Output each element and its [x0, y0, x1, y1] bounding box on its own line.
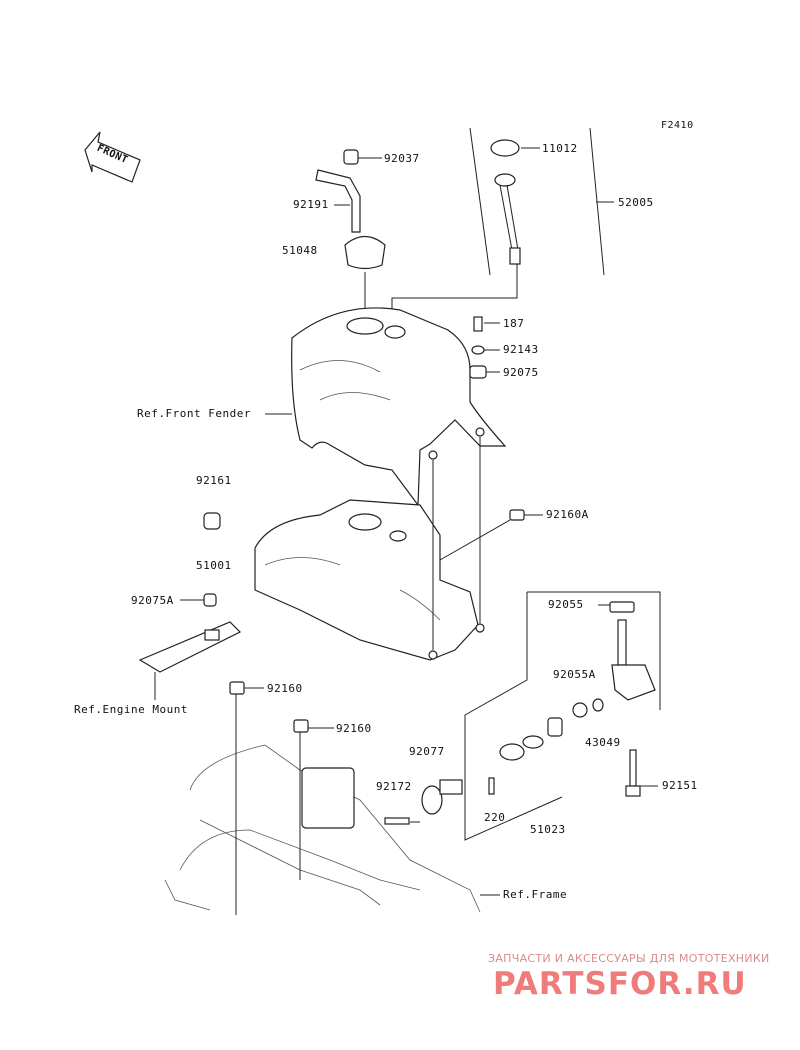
part-label-51048[interactable]: 51048: [282, 244, 318, 257]
front-arrow-icon: [84, 131, 141, 183]
engine-mount: [138, 593, 242, 700]
fuel-cock-assembly: [384, 591, 661, 841]
part-label-51023[interactable]: 51023: [530, 823, 566, 836]
part-label-92055[interactable]: 92055: [548, 598, 584, 611]
collar-92143: [471, 345, 485, 355]
fuel-gauge-assembly: [391, 127, 605, 328]
damper-92075: [469, 365, 487, 379]
part-label-52005[interactable]: 52005: [618, 196, 654, 209]
front-fender: [291, 307, 507, 507]
part-label-187[interactable]: 187: [503, 317, 525, 330]
part-label-92075[interactable]: 92075: [503, 366, 539, 379]
part-label-92191[interactable]: 92191: [293, 198, 329, 211]
part-label-92160-upper[interactable]: 92160: [267, 682, 303, 695]
watermark-tagline: ЗАПЧАСТИ И АКСЕССУАРЫ ДЛЯ МОТОТЕХНИКИ: [488, 952, 770, 965]
bolt-187: [473, 316, 483, 332]
part-label-43049[interactable]: 43049: [585, 736, 621, 749]
part-label-92161[interactable]: 92161: [196, 474, 232, 487]
frame: [164, 681, 481, 915]
ref-engine-mount: Ref.Engine Mount: [74, 703, 188, 716]
part-label-92075a[interactable]: 92075A: [131, 594, 174, 607]
part-label-11012[interactable]: 11012: [542, 142, 578, 155]
part-label-92151[interactable]: 92151: [662, 779, 698, 792]
part-label-92172[interactable]: 92172: [376, 780, 412, 793]
damper-92161: [203, 512, 221, 530]
figure-code: F2410: [661, 120, 694, 131]
fuel-cap-assembly: [315, 149, 386, 312]
part-label-51001[interactable]: 51001: [196, 559, 232, 572]
part-label-220[interactable]: 220: [484, 811, 506, 824]
ref-front-fender: Ref.Front Fender: [137, 407, 251, 420]
watermark-logo: PARTSFOR.RU: [493, 966, 747, 1002]
part-label-92160-lower[interactable]: 92160: [336, 722, 372, 735]
part-label-92143[interactable]: 92143: [503, 343, 539, 356]
fuel-tank: [254, 499, 485, 661]
pad-92160a: [439, 509, 525, 561]
ref-frame: Ref.Frame: [503, 888, 568, 901]
part-label-92037[interactable]: 92037: [384, 152, 420, 165]
part-label-92160a[interactable]: 92160A: [546, 508, 589, 521]
part-label-92055a[interactable]: 92055A: [553, 668, 596, 681]
part-label-92077[interactable]: 92077: [409, 745, 445, 758]
